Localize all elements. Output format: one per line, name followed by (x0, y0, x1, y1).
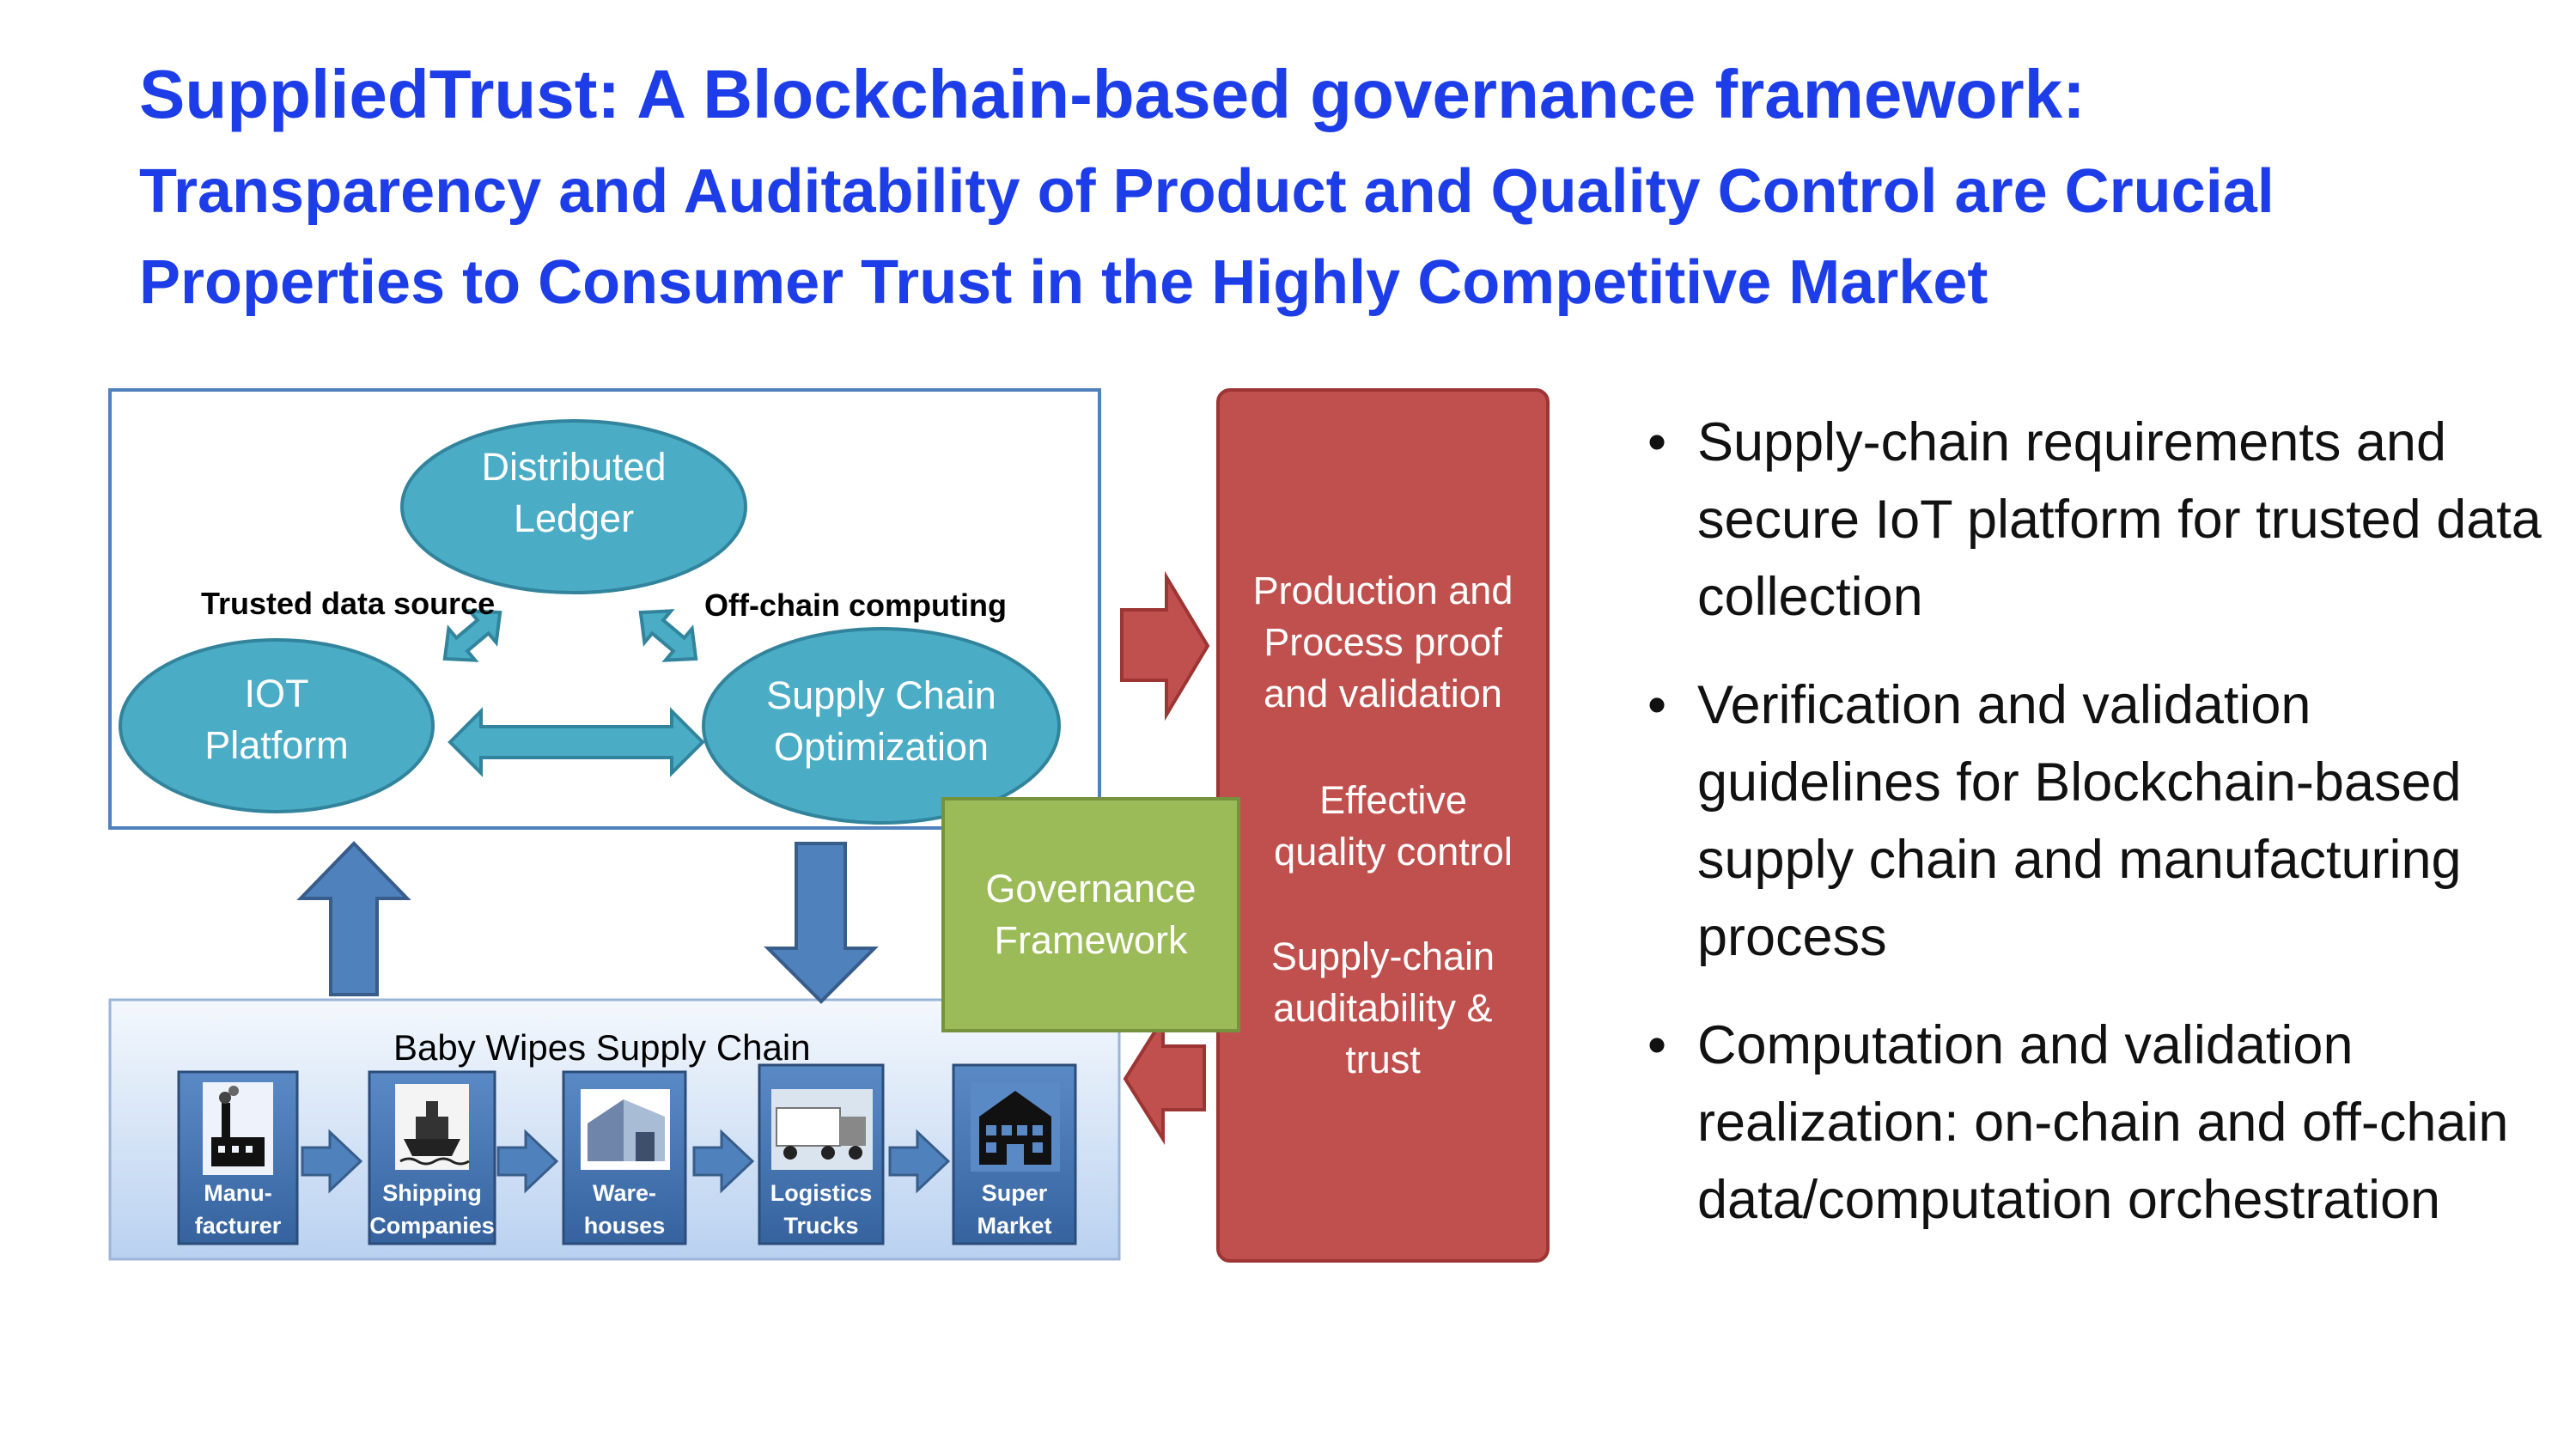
ledger-sco-double-arrow (638, 609, 698, 662)
step-label-line: facturer (194, 1213, 282, 1239)
sco-label-line-1: Supply Chain (766, 673, 996, 717)
supply-chain-to-iot-arrow (296, 841, 411, 996)
governance-framework-label: Governance Framework (943, 863, 1239, 966)
governance-framework-box (941, 797, 1240, 1032)
step-label-shipping: Shipping Companies (364, 1177, 500, 1242)
step-label-line: Ware- (592, 1180, 656, 1206)
iot-label-line-1: IOT (244, 672, 309, 715)
slide-subtitle: Transparency and Auditability of Product… (139, 146, 2275, 328)
step-label-manufacturer: Manu- facturer (179, 1177, 297, 1242)
step-label-supermarket: Super Market (953, 1177, 1075, 1242)
red-panel-3-line-3: trust (1345, 1038, 1421, 1081)
red-panel-2-line-2: quality control (1274, 830, 1513, 874)
distributed-ledger-label: Distributed Ledger (436, 441, 711, 545)
key-point-2: Verification and validation guidelines f… (1647, 667, 2558, 976)
sco-label-line-2: Optimization (773, 725, 990, 769)
key-point-3: Computation and validation realization: … (1647, 1007, 2558, 1239)
key-point-1: Supply-chain requirements and secure IoT… (1647, 404, 2558, 636)
warehouse-icon (581, 1089, 670, 1170)
red-panel-3-line-1: Supply-chain (1270, 935, 1495, 978)
chain-steps (177, 1063, 1077, 1245)
trusted-data-source-label: Trusted data source (201, 586, 496, 621)
iot-platform-node (119, 638, 435, 813)
ship-icon (395, 1084, 470, 1170)
supply-chain-title: Baby Wipes Supply Chain (393, 1027, 811, 1068)
step-arrow-2 (496, 1129, 559, 1194)
distributed-ledger-node (400, 419, 747, 594)
blockchain-to-panel-arrow (1120, 570, 1210, 721)
governance-label-line-2: Framework (994, 918, 1188, 962)
red-panel-2-line-1: Effective (1319, 778, 1467, 822)
supply-chain-optimization-node (702, 627, 1061, 825)
red-panel-1-line-2: Process proof (1264, 620, 1502, 664)
supermarket-icon (971, 1082, 1060, 1172)
panel-to-supply-chain-arrow (1123, 1013, 1206, 1145)
iot-platform-label: IOT Platform (148, 668, 405, 771)
iot-sco-double-arrow (448, 707, 705, 777)
key-points-list: Supply-chain requirements and secure IoT… (1647, 404, 2558, 1269)
ledger-label-line-1: Distributed (481, 445, 667, 489)
step-label-line: Trucks (783, 1213, 859, 1239)
supply-chain-optimization-label: Supply Chain Optimization (727, 670, 1036, 773)
step-label-line: Market (977, 1213, 1052, 1239)
red-panel-1-line-1: Production and (1252, 569, 1513, 612)
slide-title: SuppliedTrust: A Blockchain-based govern… (139, 56, 2086, 132)
step-label-line: Logistics (770, 1180, 873, 1206)
red-panel-block-2: Effective quality control (1228, 775, 1558, 878)
step-label-warehouses: Ware- houses (563, 1177, 685, 1242)
step-label-line: Manu- (204, 1180, 272, 1206)
red-panel-block-3: Supply-chain auditability & trust (1218, 931, 1548, 1086)
red-panel-3-line-2: auditability & (1273, 986, 1493, 1030)
red-panel-block-1: Production and Process proof and validat… (1218, 565, 1548, 720)
step-label-line: houses (583, 1213, 666, 1239)
iot-label-line-2: Platform (204, 723, 349, 767)
governance-label-line-1: Governance (985, 867, 1197, 910)
subtitle-line-1: Transparency and Auditability of Product… (139, 157, 2275, 226)
ledger-iot-double-arrow (442, 609, 502, 662)
step-label-line: Shipping (382, 1180, 482, 1206)
subtitle-line-2: Properties to Consumer Trust in the High… (139, 248, 1988, 317)
step-arrow-1 (301, 1129, 363, 1194)
step-label-logistics: Logistics Trucks (759, 1177, 883, 1242)
sco-to-supply-chain-arrow (764, 842, 879, 1004)
step-arrow-3 (692, 1129, 755, 1194)
step-label-line: Super (981, 1180, 1048, 1206)
red-panel-1-line-3: and validation (1264, 672, 1502, 715)
step-arrow-4 (888, 1129, 951, 1194)
truck-icon (771, 1089, 873, 1170)
step-label-line: Companies (369, 1213, 495, 1239)
off-chain-computing-label: Off-chain computing (704, 588, 1007, 623)
factory-icon (203, 1082, 273, 1175)
ledger-label-line-2: Ledger (513, 496, 635, 540)
